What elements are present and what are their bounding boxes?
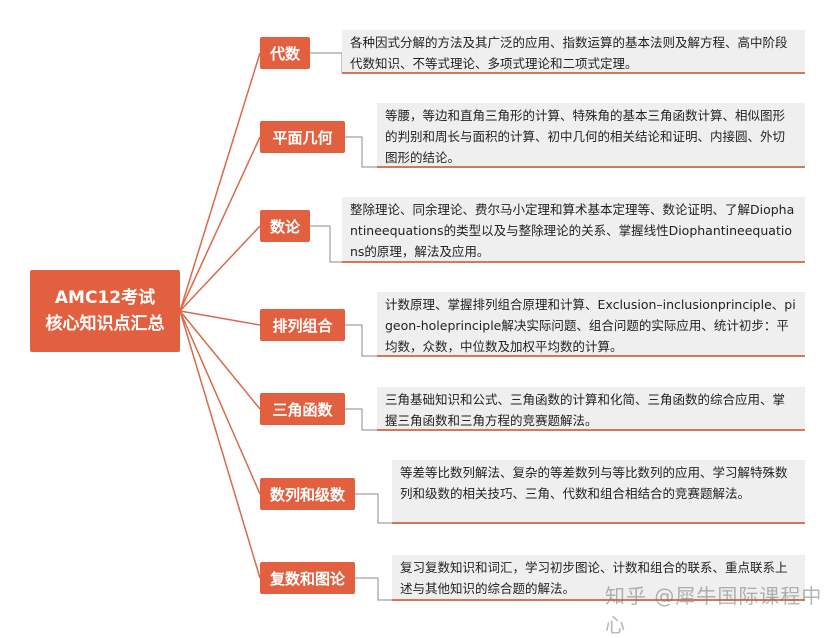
branch-combinatorics: 排列组合 (260, 309, 345, 341)
connector-trig (179, 310, 261, 410)
branch-number-theory: 数论 (260, 210, 310, 242)
branch-sequences-series: 数列和级数 (260, 478, 355, 510)
root-title-line2: 核心知识点汇总 (45, 314, 165, 334)
branch-complex-graph: 复数和图论 (260, 562, 355, 594)
detail-plane-geometry: 等腰，等边和直角三角形的计算、特殊角的基本三角函数计算、相似图形的判别和周长与面… (377, 103, 805, 168)
root-title-line1: AMC12考试 (54, 288, 156, 308)
detail-number-theory: 整除理论、同余理论、费尔马小定理和算术基本定理等、数论证明、了解Diophant… (342, 197, 805, 263)
detail-trigonometry: 三角基础知识和公式、三角函数的计算和化简、三角函数的综合应用、掌握三角函数和三角… (377, 387, 805, 431)
connector-series (179, 310, 261, 495)
branch-algebra: 代数 (260, 37, 310, 69)
watermark: 知乎 @犀牛国际课程中心 (605, 584, 823, 637)
branch-plane-geometry: 平面几何 (260, 121, 345, 153)
detail-complex-graph: 复习复数知识和词汇，学习初步图论、计数和组合的联系、重点联系上述与其他知识的综合… (392, 555, 805, 601)
detail-algebra: 各种因式分解的方法及其广泛的应用、指数运算的基本法则及解方程、高中阶段代数知识、… (342, 30, 805, 74)
detail-sequences-series: 等差等比数列解法、复杂的等差数列与等比数列的应用、学习解特殊数列和级数的相关技巧… (392, 460, 805, 524)
root-node: AMC12考试 核心知识点汇总 (30, 270, 180, 352)
connector-algebra (179, 52, 261, 312)
branch-trigonometry: 三角函数 (260, 393, 345, 425)
connector-number-theory (179, 225, 261, 312)
connector-geometry (179, 136, 261, 312)
connector-complex (179, 310, 261, 579)
connector-combinatorics (179, 310, 261, 326)
detail-combinatorics: 计数原理、掌握排列组合原理和计算、Exclusion–inclusionprin… (377, 292, 805, 357)
